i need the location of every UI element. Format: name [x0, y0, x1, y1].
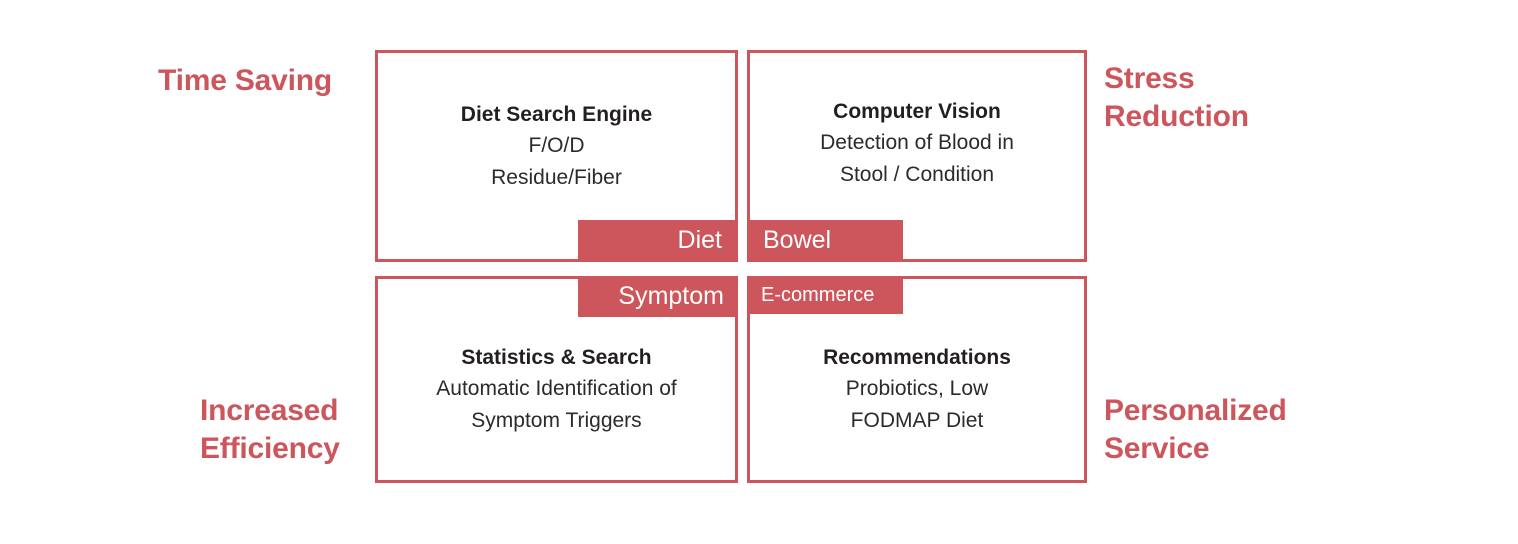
quadrant-title: Computer Vision: [833, 100, 1001, 123]
category-tab-label: Bowel: [763, 226, 832, 254]
quadrant-content: Statistics & Search Automatic Identifica…: [378, 343, 735, 436]
quadrant-description: Detection of Blood in Stool / Condition: [820, 131, 1014, 186]
quadrant-content: Recommendations Probiotics, Low FODMAP D…: [750, 343, 1084, 436]
quadrant-title: Diet Search Engine: [460, 103, 653, 126]
outcome-label-stress-reduction: Stress Reduction: [1104, 62, 1249, 134]
category-tab-label: Symptom: [618, 282, 724, 310]
outcome-label-time-saving: Time Saving: [158, 64, 332, 97]
category-tab-symptom[interactable]: Symptom: [578, 276, 738, 317]
category-tab-label: E-commerce: [761, 284, 875, 306]
quadrant-diet-search-engine: Diet Search Engine F/O/D Residue/Fiber: [375, 50, 738, 262]
quadrant-content: Diet Search Engine F/O/D Residue/Fiber: [378, 100, 735, 193]
category-tab-label: Diet: [677, 226, 722, 254]
quadrant-content: Computer Vision Detection of Blood in St…: [750, 97, 1084, 190]
quadrant-title: Statistics & Search: [461, 346, 652, 369]
category-tab-ecommerce[interactable]: E-commerce: [747, 276, 903, 314]
outcome-label-personalized-service: Personalized Service: [1104, 394, 1287, 466]
quadrant-description: F/O/D Residue/Fiber: [491, 134, 622, 189]
quadrant-description: Automatic Identification of Symptom Trig…: [436, 377, 677, 432]
quadrant-title: Recommendations: [823, 346, 1011, 369]
category-tab-diet[interactable]: Diet: [578, 220, 738, 261]
category-tab-bowel[interactable]: Bowel: [747, 220, 903, 261]
quadrant-statistics-and-search: Statistics & Search Automatic Identifica…: [375, 276, 738, 483]
quadrant-description: Probiotics, Low FODMAP Diet: [845, 377, 989, 432]
outcome-label-increased-efficiency: Increased Efficiency: [200, 394, 340, 466]
